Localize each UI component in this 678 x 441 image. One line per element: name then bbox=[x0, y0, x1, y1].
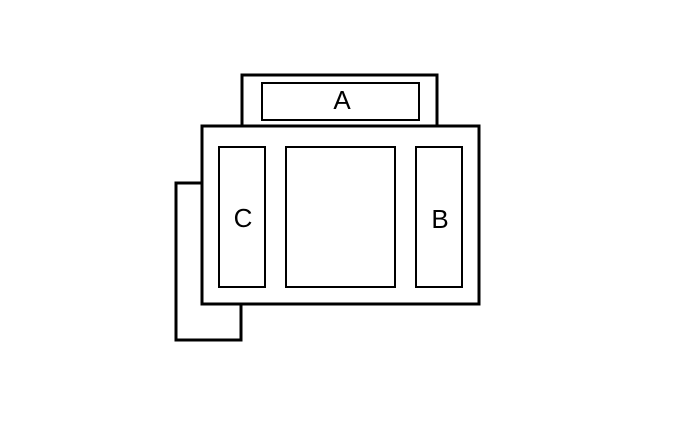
cavity-a-label: A bbox=[333, 85, 351, 115]
cavity-c bbox=[218, 146, 266, 288]
cavity-b bbox=[415, 146, 463, 288]
cavity-center bbox=[285, 146, 396, 288]
cavity-b-label: B bbox=[431, 204, 448, 234]
cavity-a bbox=[261, 82, 420, 121]
cavity-c-label: C bbox=[234, 203, 253, 233]
